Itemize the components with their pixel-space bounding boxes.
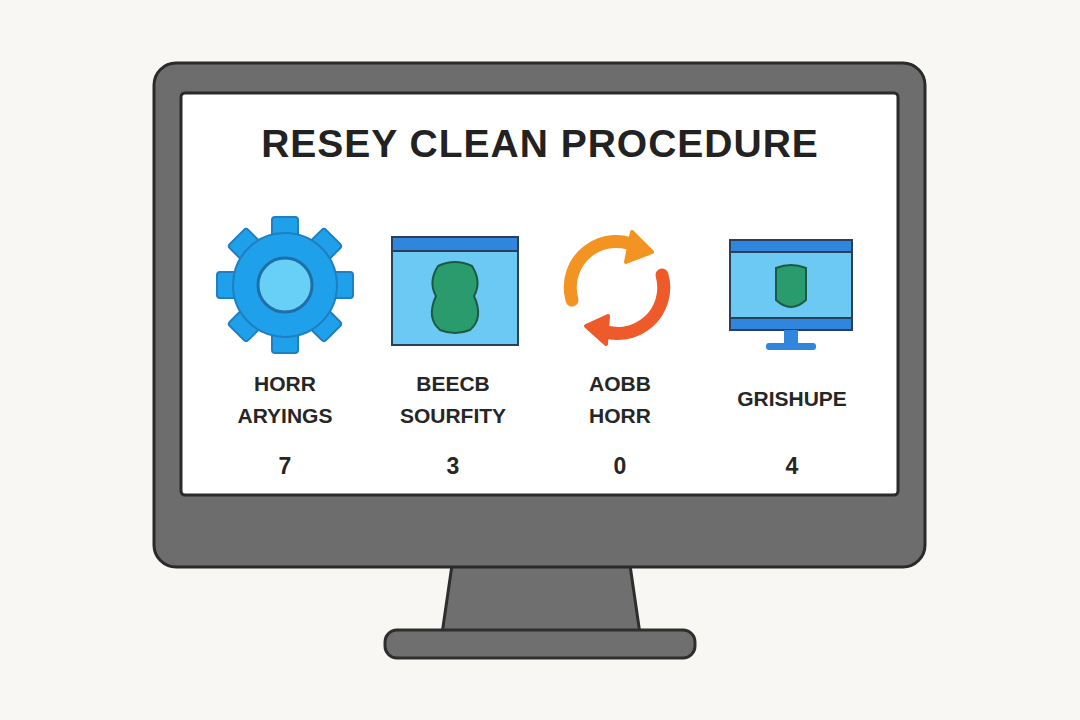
monitor-bezel [154,63,925,567]
item-count: 7 [255,450,315,482]
refresh-icon [570,232,664,344]
item-label: AOBB HORR [570,368,670,432]
monitor-base [385,630,695,658]
item-count: 4 [762,450,822,482]
item-count: 3 [423,450,483,482]
monitor-screen [181,93,898,495]
item-label: HORR ARYINGS [215,368,355,432]
item-label: BEECB SOURFITY [383,368,523,432]
item-count: 0 [590,450,650,482]
gear-icon [217,217,353,353]
window-icon [392,237,518,345]
item-label: GRISHUPE [717,383,867,415]
monitor-neck [442,565,640,634]
screen-title: RESEY CLEAN PROCEDURE [200,122,880,166]
display-icon [730,240,852,350]
